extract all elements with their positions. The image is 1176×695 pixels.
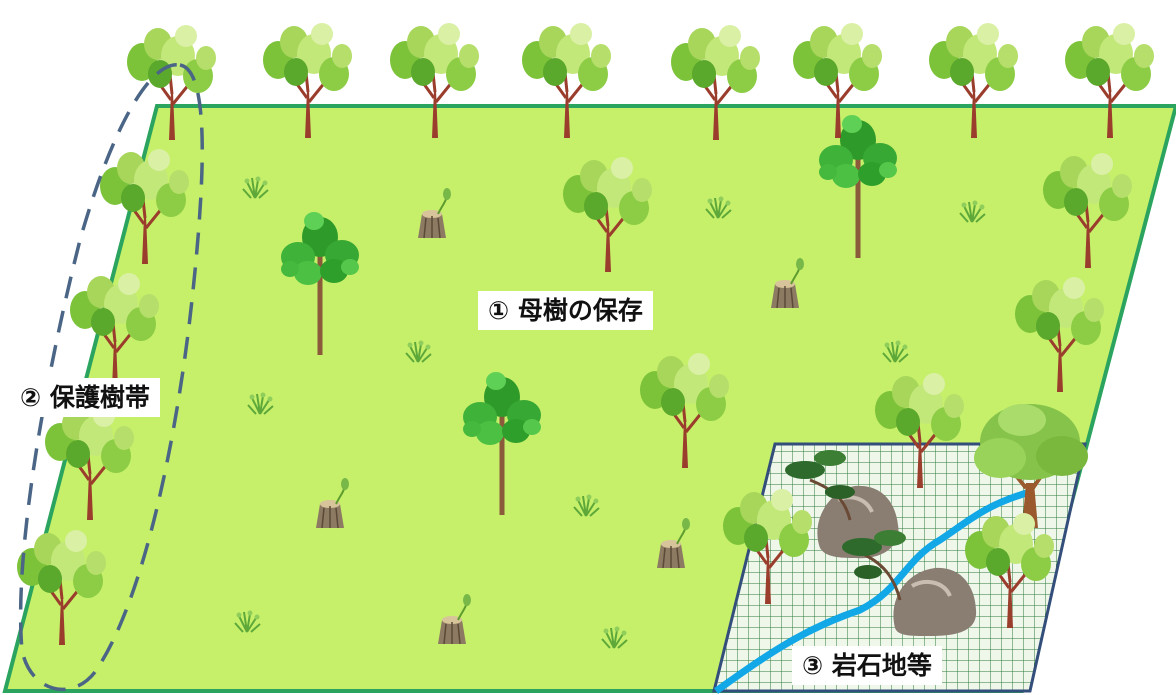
rock-icon — [893, 567, 977, 636]
protective-belt-label: ② 保護樹帯 — [10, 378, 160, 417]
protective-belt-outline — [18, 63, 204, 691]
stream-icon — [713, 488, 1031, 694]
pine-tree-icon — [785, 450, 855, 521]
pine-tree-icon — [842, 530, 906, 601]
rocky-area-label: ③ 岩石地等 — [792, 646, 942, 685]
mother-tree-label: ① 母樹の保存 — [478, 291, 653, 330]
large-tree-icon — [974, 404, 1088, 528]
